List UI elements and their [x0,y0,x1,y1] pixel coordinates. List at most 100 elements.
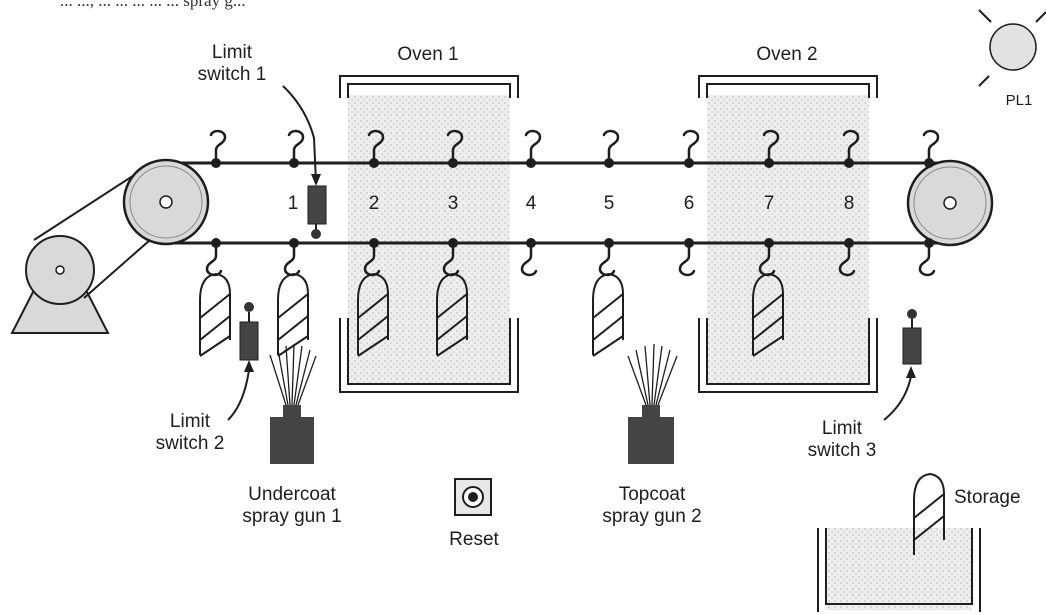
hanging-part [357,272,389,357]
hook-shape [762,129,780,160]
drive-belt-upper [33,169,143,241]
hook-shape [922,129,940,160]
hook-pivot [289,158,299,168]
oven-2-interior [707,95,869,385]
stored-part [913,472,945,555]
top-hook [682,129,700,168]
hook-pivot [924,158,934,168]
oven-1 [339,75,519,393]
top-hooks [209,129,940,168]
hook-pivot [924,238,934,248]
hook-shape [209,129,227,160]
limit-switch-3-label: Limit switch 3 [808,418,877,462]
bottom-hooks [199,238,936,357]
part-stripe [752,315,784,341]
undercoat-spray-line [277,349,289,406]
reset-button[interactable] [454,478,492,516]
part-stripe [357,315,389,341]
hook-shape [283,246,301,277]
bottom-hook [752,238,784,357]
bottom-hook [520,238,538,277]
storage-label: Storage [954,487,1021,508]
top-hook [842,129,860,168]
hanging-part [752,272,784,357]
topcoat-gun-label-line2: spray gun 2 [602,506,702,527]
limit-switch-1-body [307,185,327,225]
limit-switch-1 [282,85,327,239]
topcoat-spray-line [627,355,647,406]
part-stripe [913,515,945,541]
reset-label: Reset [449,529,499,550]
oven-1-hood [339,75,519,98]
oven-2-label: Oven 2 [756,44,818,65]
position-number: 2 [368,193,380,214]
topcoat-spray-line [644,345,651,406]
bottom-hook [678,238,696,277]
hook-pivot [289,238,299,248]
part-stripe [436,293,468,319]
limit-switch-1-label-line1: Limit [211,42,253,63]
top-hook [209,129,227,168]
pilot-light-pl1 [978,9,1046,87]
part-stripe [592,293,624,319]
limit-switch-3-arrowhead [906,366,916,378]
topcoat-spray-line [657,355,678,406]
position-number: 3 [447,193,459,214]
top-hook [762,129,780,168]
oven-2-base [698,318,878,393]
right-pulley-rim [913,166,987,240]
reset-button-center[interactable] [468,492,478,502]
part-stripe [752,293,784,319]
bottom-hook [436,238,468,357]
hanging-part [592,272,624,357]
top-hook [524,129,542,168]
bottom-hook [592,238,624,357]
bottom-hook [277,238,309,357]
hook-shape [367,129,385,160]
part-outline [277,272,309,355]
position-number: 5 [603,193,615,214]
storage-interior [826,528,972,610]
part-stripe [277,335,309,357]
oven-2-hood [698,75,878,98]
hook-shape [678,246,696,277]
position-number: 1 [287,193,299,214]
position-number: 4 [525,193,537,214]
part-outline [752,272,784,355]
left-pulley [122,158,210,246]
undercoat-spray-gun-1 [269,343,317,464]
hook-pivot [604,158,614,168]
pilot-light-bulb [989,23,1037,71]
pilot-light-ray [978,75,990,87]
limit-switch-3-roller [907,309,917,319]
part-stripe [752,335,784,357]
topcoat-gun-label-line1: Topcoat [618,484,686,505]
limit-switch-2-arrow [227,369,250,421]
part-stripe [436,315,468,341]
top-hook [446,129,464,168]
hook-shape [838,246,856,277]
limit-switch-3-label-line2: switch 3 [807,440,877,461]
limit-switch-1-label: Limit switch 1 [198,42,267,86]
pilot-light-ray [1035,11,1046,23]
position-number: 6 [683,193,695,214]
storage-bin [817,528,981,612]
right-pulley [906,159,994,247]
position-number: 8 [843,193,855,214]
part-stripe [357,335,389,357]
part-stripe [357,293,389,319]
hook-pivot [684,238,694,248]
undercoat-gun-label: Undercoat spray gun 1 [242,484,341,528]
topcoat-spray-line [651,343,655,406]
limit-switch-1-roller [311,229,321,239]
hanging-part [436,272,468,357]
hook-shape [520,246,538,277]
hook-pivot [211,158,221,168]
bottom-hook [199,238,231,357]
hook-shape [602,129,620,160]
hook-shape [918,246,936,277]
hook-pivot [844,238,854,248]
hook-shape [598,246,616,277]
